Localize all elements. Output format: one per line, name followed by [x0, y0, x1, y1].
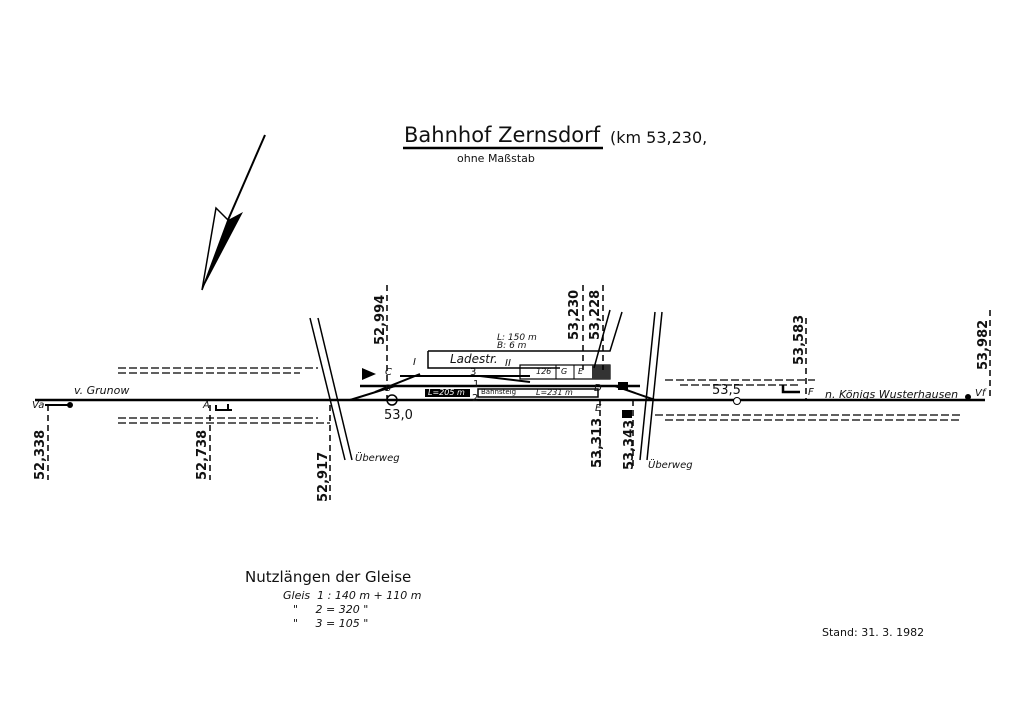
- km-marker: 53,343: [622, 419, 637, 470]
- loading-road-width: B: 6 m: [497, 341, 527, 351]
- platform-length-left: L=205 m: [428, 388, 465, 397]
- signal-d: D: [594, 383, 602, 394]
- platform-left: [425, 389, 470, 397]
- building-126: 126: [536, 367, 552, 376]
- km-marker: 53,228: [588, 289, 603, 340]
- usable-length-row: " 2 = 320 ": [293, 603, 369, 616]
- signal-icons: [45, 368, 971, 418]
- usable-length-row: " 3 = 105 ": [293, 617, 369, 630]
- loading-road-length: L: 150 m: [497, 333, 537, 343]
- signal-c: C: [385, 367, 392, 378]
- point-1: I: [413, 357, 416, 368]
- track-2-label: 2: [472, 393, 479, 404]
- usable-lengths-heading: Nutzlängen der Gleise: [245, 568, 412, 586]
- page-title: Bahnhof Zernsdorf: [404, 123, 601, 147]
- km-marker: 53,230: [567, 289, 582, 340]
- north-arrow-icon: [201, 134, 266, 291]
- km-marker: 52,338: [33, 429, 48, 480]
- building-hatched: [592, 365, 610, 379]
- crossing-label-left: Überweg: [355, 453, 400, 464]
- km-marker: 53,313: [590, 417, 605, 468]
- km-marker: 53,982: [976, 319, 991, 370]
- signal-va: Va: [32, 400, 45, 411]
- km-marker: 52,994: [373, 294, 388, 345]
- stand-date: Stand: 31. 3. 1982: [822, 626, 925, 639]
- signal-b: B: [385, 384, 392, 394]
- usable-length-row: Gleis 1 : 140 m + 110 m: [283, 589, 422, 602]
- signal-e: E: [595, 403, 602, 414]
- platform-right: [477, 388, 599, 398]
- building-e: E: [578, 367, 584, 376]
- km-53-5: 53,5: [712, 383, 741, 398]
- track-3-label: 3: [470, 367, 477, 378]
- loading-road: [427, 311, 623, 369]
- platform-label: Bahnsteig: [481, 388, 517, 396]
- to-label: n. Königs Wusterhausen: [825, 388, 959, 401]
- building-g: G: [561, 367, 568, 376]
- km-marker: 53,583: [792, 314, 807, 365]
- signal-f: F: [808, 387, 814, 398]
- platform-length-right: L=231 m: [536, 388, 573, 397]
- signal-a: A: [203, 400, 210, 411]
- from-label: v. Grunow: [74, 384, 130, 397]
- loading-road-label: Ladestr.: [450, 352, 498, 366]
- crossing-label-right: Überweg: [648, 460, 693, 471]
- km-marker: 52,738: [195, 429, 210, 480]
- km-53-0: 53,0: [384, 408, 413, 423]
- signal-vf: Vf: [975, 388, 986, 399]
- title-km: (km 53,230,: [610, 128, 708, 147]
- km-marker: 52,917: [316, 451, 331, 502]
- subtitle: ohne Maßstab: [457, 152, 535, 165]
- track-1-label: 1: [473, 379, 480, 390]
- point-2: II: [505, 358, 511, 369]
